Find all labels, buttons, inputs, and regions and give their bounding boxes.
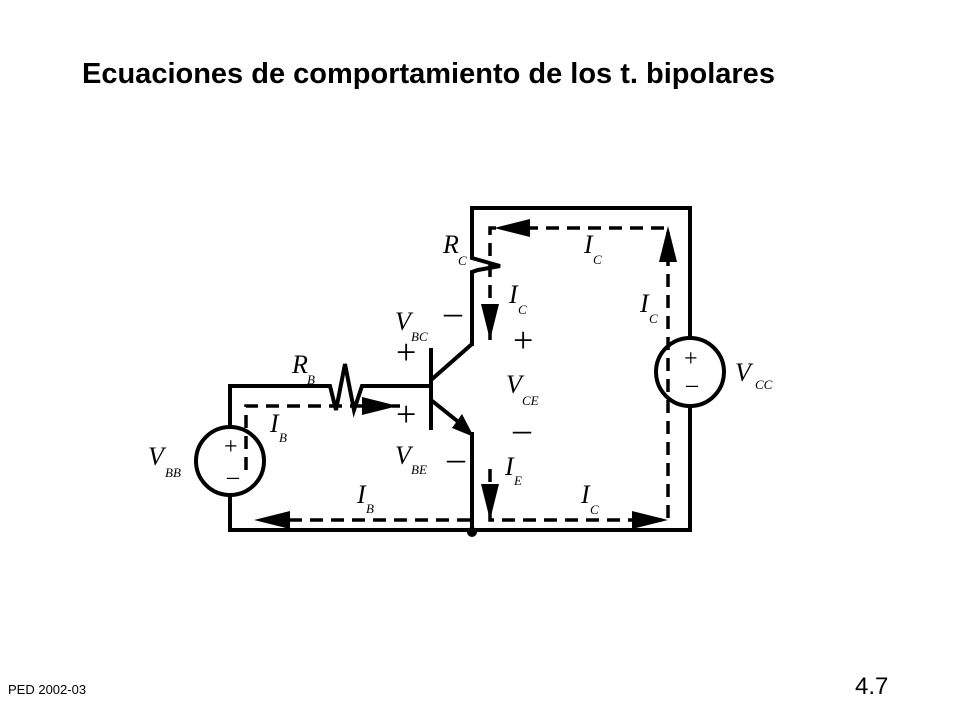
rb-label-sub: B [307,372,315,387]
vcc-label: V [735,358,754,387]
vbc-label: V [395,307,414,336]
ic-left-arrow-icon [494,219,530,237]
ie-label-sub: E [513,473,522,488]
ic-path [488,226,670,522]
vbc-plus-sign: + [396,332,416,372]
ie-down-arrow-icon [481,484,499,520]
ic-down-arrow-icon [481,304,499,340]
ic-bottom-label-sub: C [590,502,599,517]
wire-base-loop [228,363,432,430]
ic-top-label-sub: C [593,252,602,267]
vbb-plus-sign: + [224,434,238,460]
ic-collector-label: I [508,280,519,309]
vce-minus-sign: – [512,409,532,449]
ic-up-arrow-icon [659,226,677,262]
current-paths [244,226,670,522]
vbb-minus-sign: – [226,464,240,490]
circuit-wires [228,206,692,532]
slide-title: Ecuaciones de comportamiento de los t. b… [82,58,775,90]
vce-label: V [506,370,525,399]
rb-label: R [291,350,308,379]
vcc-plus-sign: + [684,346,698,372]
ib-right-arrow-icon [362,397,398,415]
vcc-source-circle [654,336,726,408]
page-number: 4.7 [855,673,889,700]
vcc-minus-sign: – [685,372,699,398]
ic-top-label: I [583,230,594,259]
footer-course: PED 2002-03 [8,682,87,697]
bjt-emitter-arrow-icon [452,414,474,437]
vcc-label-sub: CC [755,377,773,392]
vbe-plus-sign: + [396,394,416,434]
ib-top-label-sub: B [279,430,287,445]
ic-right-label: I [639,289,650,318]
ib-bottom-label-sub: B [366,501,374,516]
ib-left-arrow-icon [254,511,290,529]
ic-right-label-sub: C [649,311,658,326]
vbe-minus-sign: – [446,438,466,478]
wire-collector-loop [470,206,692,346]
rc-label-sub: C [458,253,467,268]
bjt-transistor [429,342,474,430]
current-arrows [254,219,677,529]
vce-label-sub: CE [522,393,539,408]
ib-path [244,404,470,522]
vbb-label-sub: BB [165,465,181,480]
bjt-collector-leg [429,342,474,382]
ie-label: I [504,452,515,481]
ic-right-arrow-icon [632,511,668,529]
ib-bottom-label: I [356,480,367,509]
vbc-label-sub: BC [411,329,428,344]
ground-junction-dot [467,527,477,537]
vbe-label: V [395,441,414,470]
ib-top-label: I [269,409,280,438]
ic-bottom-label: I [580,480,591,509]
wire-vbb-to-ground [228,404,692,532]
vbb-label: V [148,442,167,471]
vce-plus-sign: + [513,320,533,360]
rc-label: R [442,230,459,259]
vbc-minus-sign: – [443,292,463,332]
vbe-label-sub: BE [411,462,427,477]
ic-collector-label-sub: C [518,302,527,317]
